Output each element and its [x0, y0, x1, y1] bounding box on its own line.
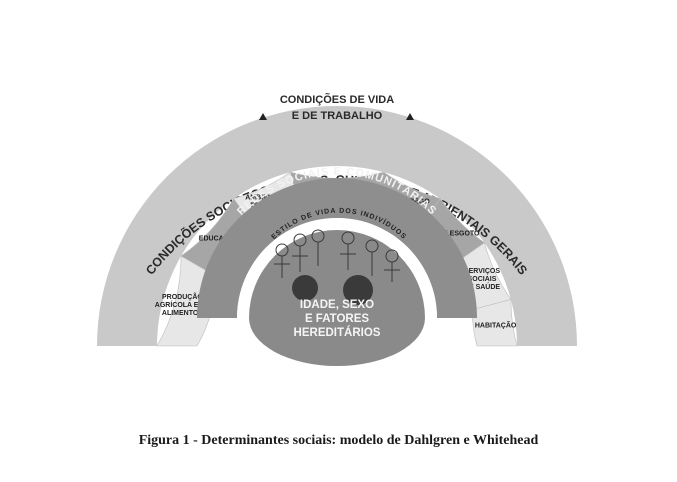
lifestyle-band [237, 218, 437, 318]
segment-water-sanitation-label: ÁGUA E ESGOTO [421, 228, 480, 237]
outer-band [97, 106, 577, 346]
figure-caption: Figura 1 - Determinantes sociais: modelo… [138, 433, 539, 448]
core-text-line2: E FATORES [305, 313, 369, 325]
head-silhouette [343, 275, 373, 305]
segment-housing-label: HABITAÇÃO [475, 321, 517, 330]
core-text-line1: IDADE, SEXO [300, 299, 374, 311]
core-circle [249, 230, 425, 366]
center-header-line2: E DE TRABALHO [292, 110, 383, 122]
center-header-line1: CONDIÇÕES DE VIDA [280, 93, 394, 106]
arrow-up-icon [406, 113, 414, 120]
segment-education-label: EDUCAÇÃO [199, 233, 240, 242]
core-text-line3: HEREDITÁRIOS [294, 326, 381, 339]
head-silhouette [292, 275, 318, 301]
people-illustration [274, 229, 400, 282]
arrow-up-icon [259, 113, 267, 120]
dahlgren-whitehead-diagram: CONDIÇÕES SOCIOECONÔMICAS, CULTURAIS E A… [97, 93, 577, 366]
social-networks-band [197, 178, 477, 318]
